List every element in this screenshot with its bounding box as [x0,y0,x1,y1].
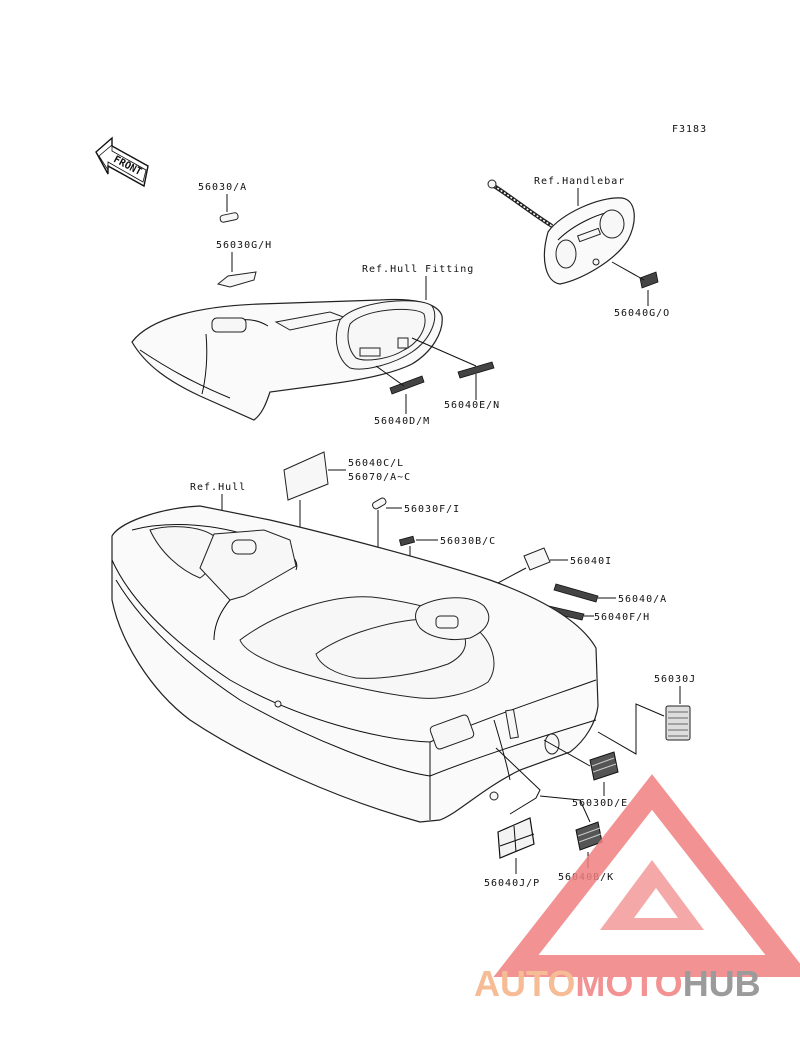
label-56030BC: 56030B/C [440,536,496,547]
label-56040JP: 56040J/P [484,878,540,889]
watermark-logo: AUTOMOTOHUB [474,774,800,1004]
label-56040CL: 56040C/L [348,458,404,469]
decal-56040BK [575,821,603,851]
label-56070AC: 56070/A~C [348,472,411,483]
decal-56030GH [216,271,257,288]
watermark-hub: HUB [683,963,761,1004]
decal-56030A [219,212,239,223]
label-56040A: 56040/A [618,594,667,605]
decal-56030DE [589,751,619,781]
leader-56040EN-a [411,337,477,367]
figure-code: F3183 [672,124,707,135]
decal-56040EN [457,361,495,379]
label-ref-hull: Ref.Hull [190,482,246,493]
decal-56040CL [283,451,329,501]
hull-fitting-drawing [131,298,443,421]
watermark-auto: AUTO [474,963,575,1004]
leader-56040JP-b [495,747,541,815]
decal-56030FI [372,497,387,510]
label-ref-handlebar: Ref.Handlebar [534,176,625,187]
label-56040FH: 56040F/H [594,612,650,623]
watermark-text: AUTOMOTOHUB [474,963,761,1004]
label-56030A: 56030/A [198,182,247,193]
decal-56040A [553,583,599,603]
decal-56040JP [497,817,535,859]
label-56040DM: 56040D/M [374,416,430,427]
watermark-moto: MOTO [575,963,682,1004]
leader-56030J-b [597,703,665,755]
decal-56040I [523,547,551,571]
decal-56030J [665,705,691,741]
handlebar-drawing [487,179,635,285]
label-56040GO: 56040G/O [614,308,670,319]
decal-56040DM [389,375,425,395]
label-56040I: 56040I [570,556,612,567]
leader-56040BK-b [539,795,591,823]
label-ref-hull-fitting: Ref.Hull Fitting [362,264,474,275]
label-56030FI: 56030F/I [404,504,460,515]
decal-56030BC [398,535,416,547]
decal-56040GO [639,271,659,289]
leader-56040GO-a [611,261,645,281]
label-56040EN: 56040E/N [444,400,500,411]
label-56030DE: 56030D/E [572,798,628,809]
leader-56030DE-b [543,739,591,767]
label-56030GH: 56030G/H [216,240,272,251]
leader-56040DM-a [375,365,405,387]
front-arrow-icon: FRONT [95,136,149,188]
hull-drawing [111,505,599,823]
label-56030J: 56030J [654,674,696,685]
